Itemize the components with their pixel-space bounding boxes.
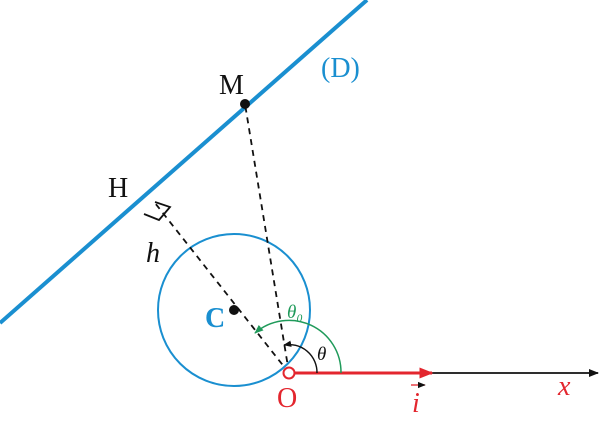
axis-x-label: x [557, 371, 571, 402]
line-d-label: (D) [321, 53, 360, 84]
theta0-label: θ₀ [287, 302, 303, 323]
theta0-arc [254, 319, 342, 374]
point-m [240, 99, 250, 109]
vector-i-label: i [412, 388, 420, 419]
dashed-segment-om [244, 103, 290, 374]
vector-i-label-group: i [411, 381, 426, 419]
center-c-label: C [205, 303, 225, 334]
theta-arc [283, 340, 318, 374]
point-m-label: M [219, 70, 244, 101]
line-d [0, 0, 369, 325]
circle [157, 233, 311, 387]
point-c [229, 305, 239, 315]
theta-label: θ [317, 344, 326, 365]
origin-o-label: O [277, 383, 297, 414]
dashed-segment-oh [154, 202, 290, 374]
right-angle-marker [143, 201, 172, 222]
point-o [282, 366, 296, 380]
distance-h-label: h [146, 238, 160, 269]
point-h-label: H [108, 173, 128, 204]
